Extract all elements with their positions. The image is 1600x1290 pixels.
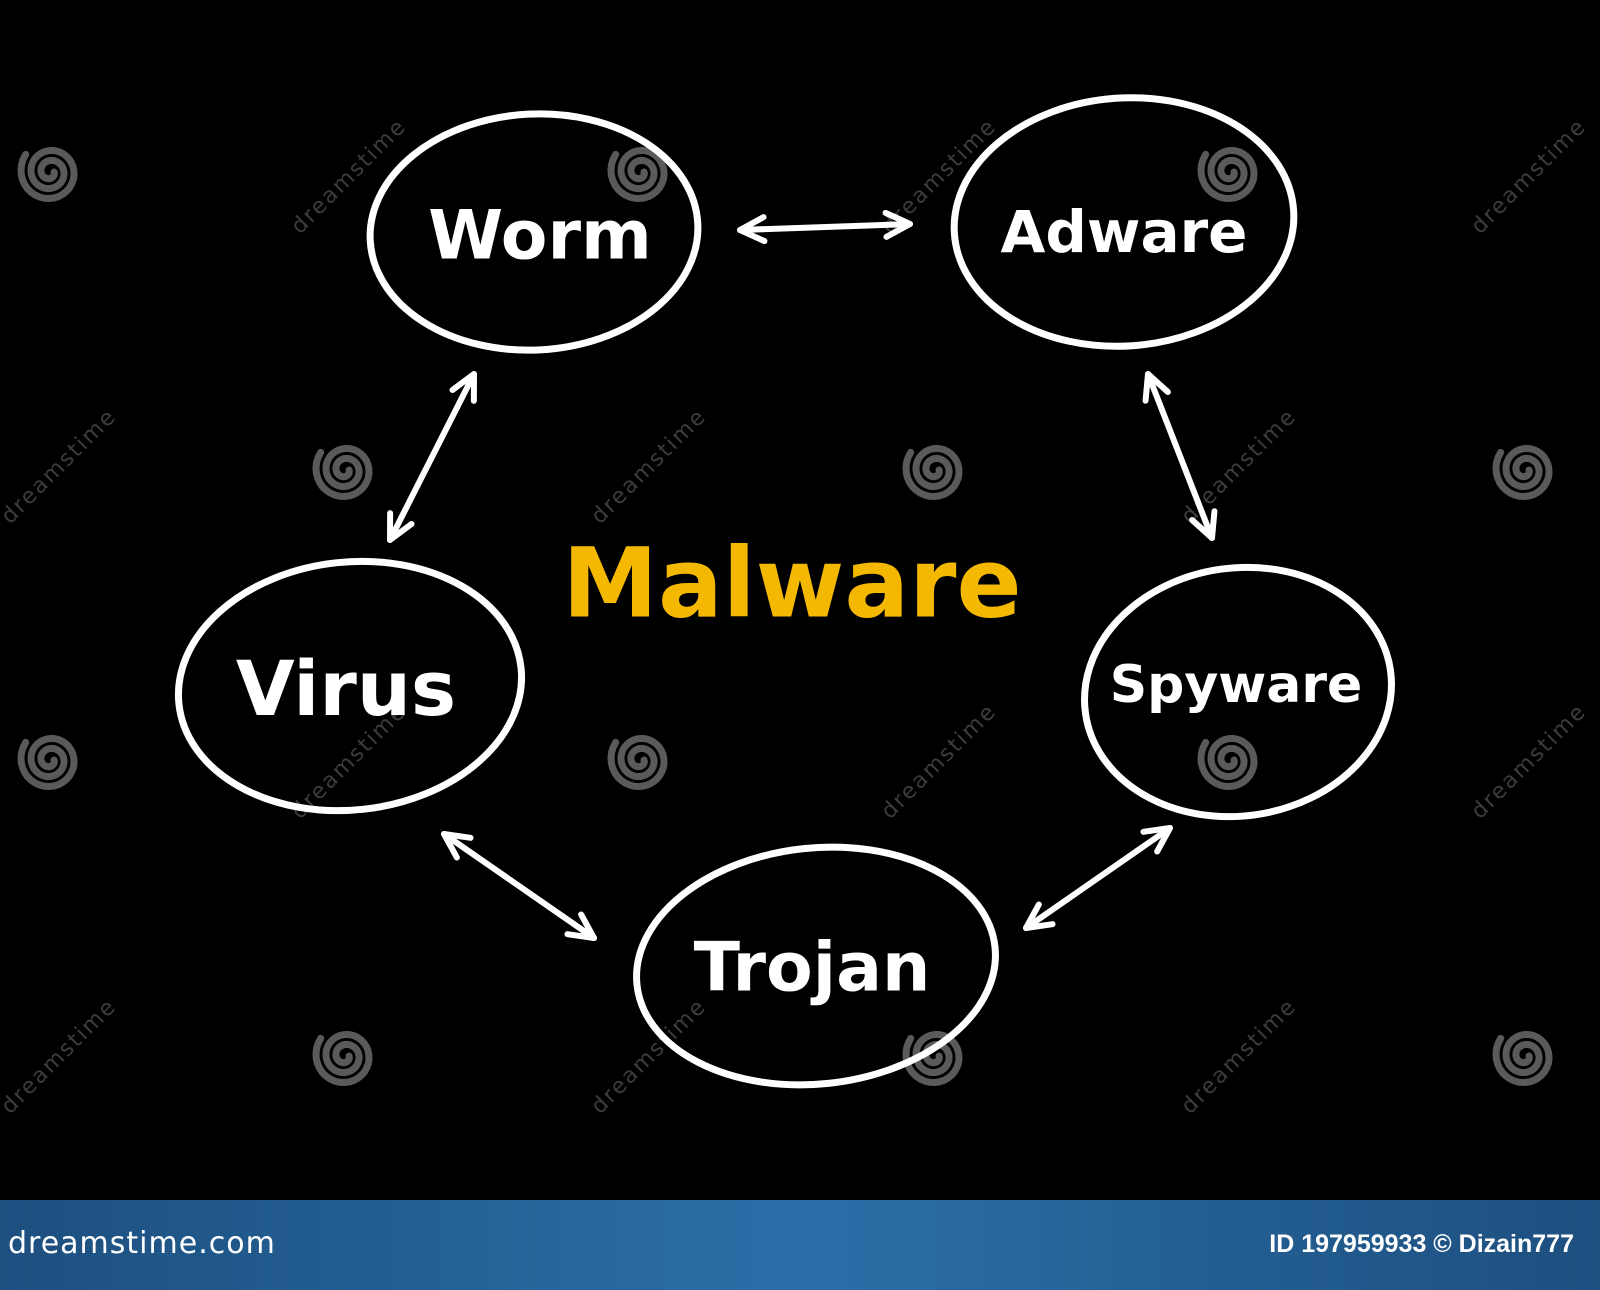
node-worm-label: Worm	[428, 197, 652, 276]
node-trojan-label: Trojan	[694, 929, 931, 1008]
connector-worm-adware	[737, 209, 913, 245]
watermark-spiral-icon	[17, 146, 78, 203]
node-trojan-outline	[633, 843, 999, 1089]
footer-bar: dreamstime.com ID 197959933 © Dizain777	[0, 1200, 1600, 1290]
watermark-text: dreamstime	[0, 994, 122, 1119]
footer-site-name[interactable]: dreamstime.com	[8, 1226, 276, 1261]
watermark-text: dreamstime	[1467, 114, 1592, 239]
watermark-text: dreamstime	[0, 404, 122, 529]
malware-mind-map: dreamstime dreamstime dreamstime dreamstime…	[0, 94, 1592, 1119]
node-adware: Adware	[950, 94, 1298, 350]
node-virus-outline	[174, 557, 526, 815]
watermark-spiral-icon	[312, 1030, 373, 1087]
watermark-spiral-icon	[902, 1030, 963, 1087]
watermark-spiral-icon	[1492, 444, 1553, 501]
watermark-spiral-icon	[17, 734, 78, 791]
connector-worm-virus	[387, 371, 477, 543]
watermark-text: dreamstime	[587, 404, 712, 529]
watermark-spiral-icon	[1197, 734, 1258, 791]
node-worm-outline	[366, 110, 702, 354]
watermark-spiral-icon	[607, 146, 668, 203]
watermark-spiral-icon	[607, 734, 668, 791]
connectors	[387, 209, 1218, 941]
node-trojan: Trojan	[633, 843, 999, 1089]
watermark-spiral-icon	[312, 444, 373, 501]
node-spyware: Spyware	[1081, 563, 1395, 821]
node-adware-outline	[950, 94, 1298, 350]
connector-adware-spyware	[1142, 371, 1218, 541]
connector-spyware-trojan	[1023, 825, 1173, 931]
watermark-text: dreamstime	[877, 114, 1002, 239]
watermark-spiral-icon	[902, 444, 963, 501]
center-malware-label: Malware	[562, 527, 1021, 639]
watermark-text: dreamstime	[877, 699, 1002, 824]
node-spyware-label: Spyware	[1110, 655, 1363, 715]
watermark-text: dreamstime	[1177, 404, 1302, 529]
node-virus: Virus	[174, 557, 526, 815]
connector-virus-trojan	[441, 831, 597, 941]
node-spyware-outline	[1081, 563, 1395, 821]
watermark-text: dreamstime	[1177, 994, 1302, 1119]
watermark-spiral-icon	[1492, 1030, 1553, 1087]
footer-image-credit: ID 197959933 © Dizain777	[1269, 1230, 1574, 1258]
node-adware-label: Adware	[1000, 198, 1247, 266]
node-virus-label: Virus	[236, 644, 456, 733]
watermark-text: dreamstime	[1467, 699, 1592, 824]
watermark-spiral-icon	[1197, 146, 1258, 203]
node-worm: Worm	[366, 110, 702, 354]
